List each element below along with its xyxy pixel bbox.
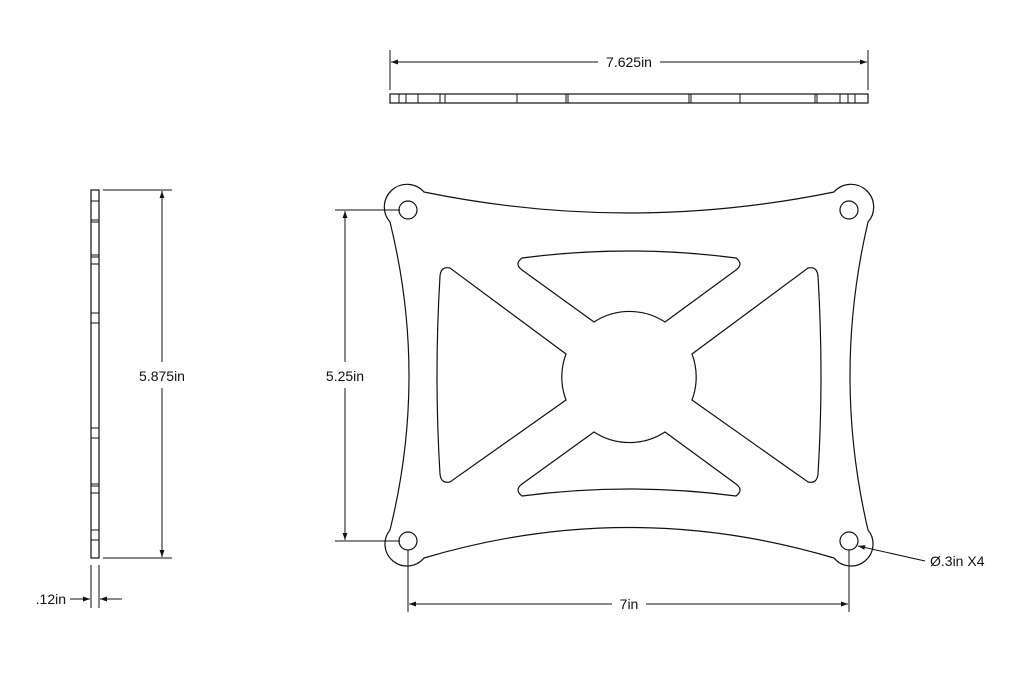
side-edge-view — [90, 189, 100, 559]
dimension-hole-spacing-vertical: 5.25in — [326, 209, 400, 542]
dimension-thickness: .12in — [36, 565, 122, 608]
cutout-bottom — [517, 431, 741, 497]
plate-front-view — [383, 183, 875, 567]
cutout-right — [691, 267, 822, 483]
overall-height-label: 5.875in — [139, 368, 185, 384]
dimension-overall-height: 5.875in — [103, 189, 185, 559]
thickness-label: .12in — [36, 591, 66, 607]
hole-callout-label: Ø.3in X4 — [930, 553, 985, 569]
cutout-top — [517, 250, 741, 323]
cutout-left — [436, 267, 567, 483]
overall-width-label: 7.625in — [606, 54, 652, 70]
top-edge-view — [389, 93, 869, 104]
dimension-hole-spacing-horizontal: 7in — [407, 550, 850, 612]
plate-outline — [383, 183, 875, 567]
mounting-hole — [839, 531, 859, 551]
hole-spacing-horizontal-label: 7in — [620, 596, 639, 612]
mounting-hole — [839, 200, 859, 220]
mounting-hole — [398, 200, 418, 220]
mounting-hole — [398, 531, 418, 551]
hole-callout: Ø.3in X4 — [857, 545, 985, 569]
dimension-overall-width: 7.625in — [389, 50, 869, 90]
hole-spacing-vertical-label: 5.25in — [326, 368, 364, 384]
